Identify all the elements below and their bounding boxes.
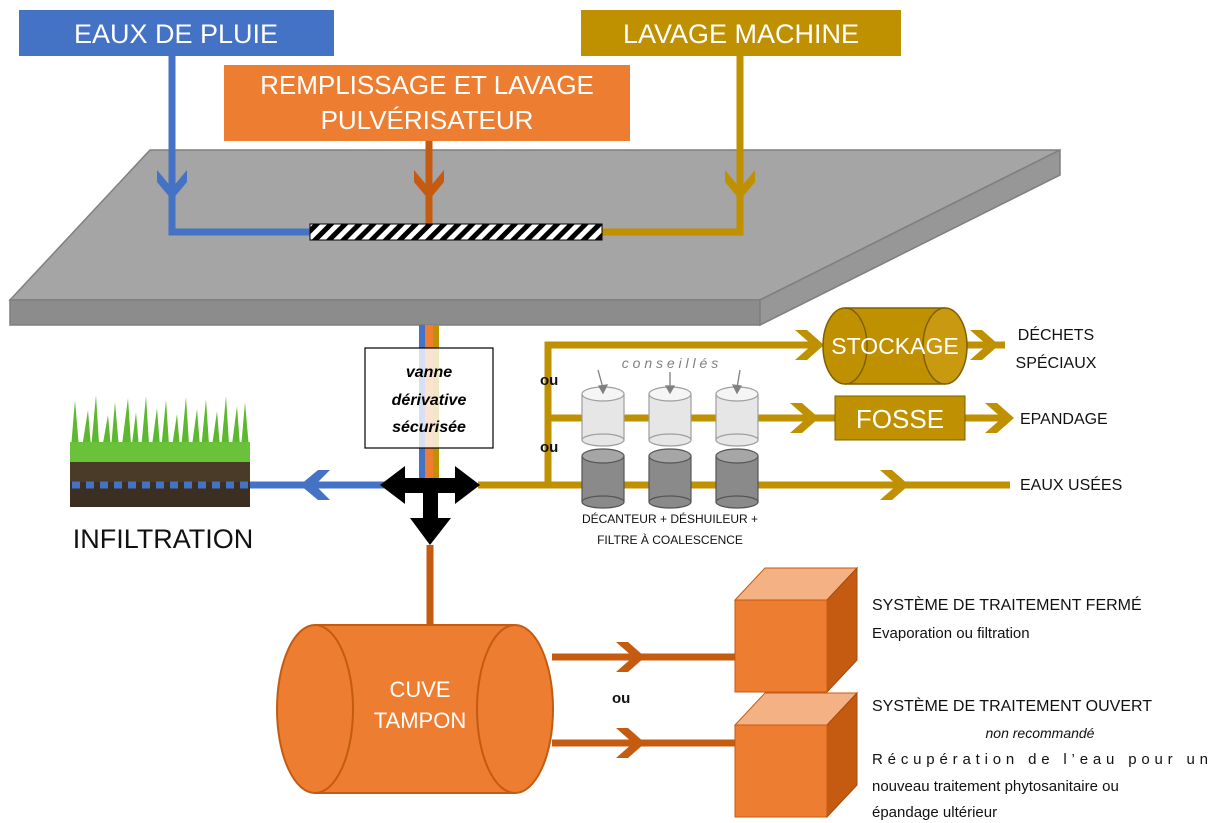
sprayer-source-label-1: REMPLISSAGE ET LAVAGE — [260, 70, 594, 100]
valve-cross-icon — [380, 466, 480, 545]
tank-label-1: CUVE — [389, 677, 450, 702]
drain-grate — [309, 223, 603, 241]
open-system-note: non recommandé — [986, 725, 1095, 741]
filters-label-2: FILTRE À COALESCENCE — [597, 532, 743, 547]
decanter-cylinder — [581, 448, 625, 509]
advised-filter-1 — [581, 386, 625, 447]
or-label-2: ou — [540, 439, 558, 456]
open-system-title: SYSTÈME DE TRAITEMENT OUVERT — [872, 696, 1152, 715]
sprayer-source-label-2: PULVÉRISATEUR — [321, 105, 534, 135]
buffer-tank — [276, 624, 554, 794]
storage-tank — [822, 307, 968, 385]
valve-label-3: sécurisée — [392, 419, 466, 436]
tank-outlet-pipes — [552, 642, 735, 758]
machine-source-label: LAVAGE MACHINE — [623, 19, 859, 49]
or-label-3: ou — [612, 690, 630, 707]
closed-system-desc: Evaporation ou filtration — [872, 625, 1030, 642]
advised-arrows — [597, 369, 743, 395]
oil-separator-cylinder — [648, 448, 692, 509]
machine-pipe — [575, 55, 755, 236]
rain-source-box — [19, 10, 334, 56]
pit-box — [834, 395, 966, 441]
open-system-cube — [733, 691, 859, 819]
advised-filters — [581, 386, 759, 447]
tank-label-2: TAMPON — [374, 708, 466, 733]
advised-filter-3 — [715, 386, 759, 447]
special-waste-label-2: SPÉCIAUX — [1016, 353, 1097, 372]
wastewater-label: EAUX USÉES — [1020, 475, 1122, 494]
advised-label: c o n s e i l l é s — [622, 355, 718, 371]
infiltration-pipe — [250, 470, 385, 500]
special-waste-label-1: DÉCHETS — [1018, 325, 1094, 344]
closed-system-title: SYSTÈME DE TRAITEMENT FERMÉ — [872, 595, 1142, 614]
advised-filter-2 — [648, 386, 692, 447]
treatment-filters — [581, 448, 759, 509]
valve-label-2: dérivative — [392, 392, 467, 409]
pit-label: FOSSE — [856, 404, 944, 434]
valve-box — [364, 347, 494, 449]
or-label-1: ou — [540, 372, 558, 389]
spreading-label: EPANDAGE — [1020, 411, 1108, 428]
closed-system-cube — [733, 566, 859, 694]
grass-soil-icon — [70, 395, 250, 507]
open-system-desc-1: Récupération de l’eau pour un — [872, 751, 1208, 768]
sprayer-source-box — [224, 65, 630, 141]
open-system-desc-2: nouveau traitement phytosanitaire ou — [872, 778, 1119, 795]
sprayer-pipe — [414, 140, 444, 232]
machine-source-box — [581, 10, 901, 56]
filters-label-1: DÉCANTEUR + DÉSHUILEUR + — [582, 511, 758, 526]
valve-label-1: vanne — [406, 364, 452, 381]
rain-source-label: EAUX DE PLUIE — [74, 19, 278, 49]
rain-pipe — [157, 55, 333, 236]
coalescence-filter-cylinder — [715, 448, 759, 509]
open-system-desc-3: épandage ultérieur — [872, 804, 997, 821]
infiltration-label: INFILTRATION — [73, 524, 254, 554]
storage-label: STOCKAGE — [831, 333, 958, 359]
